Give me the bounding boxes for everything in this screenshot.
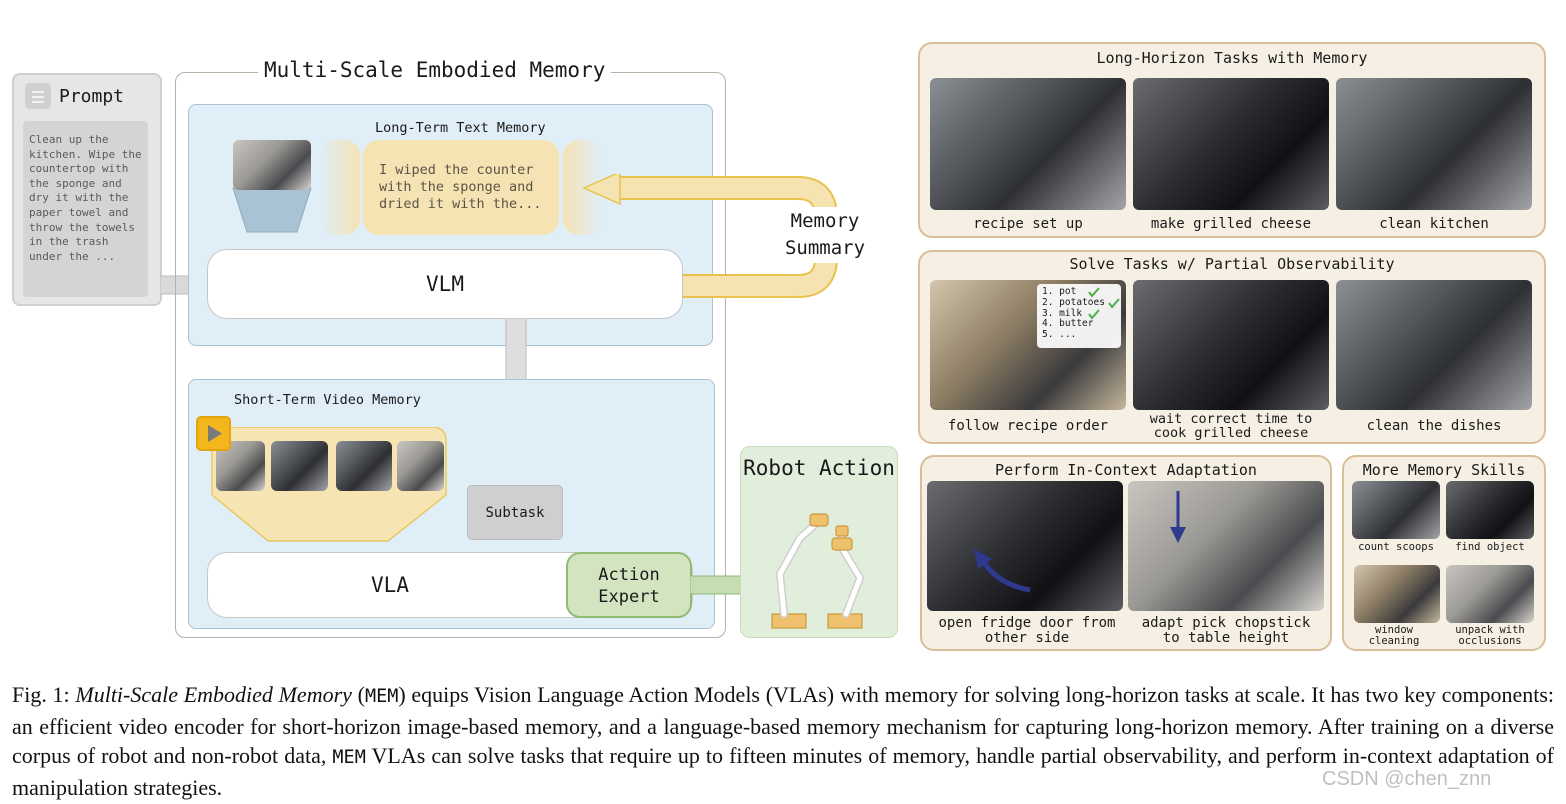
curved-arrow-icon (974, 549, 1031, 593)
check-icon (1088, 287, 1100, 298)
check-icon (1108, 298, 1120, 309)
prompt-label: Prompt (59, 86, 125, 107)
photo-cook-cheese (1133, 280, 1329, 410)
caption-text-2: VLAs can solve tasks that require up to … (12, 743, 1555, 800)
memory-text-bubble: I wiped the counter with the sponge and … (363, 140, 559, 235)
main-title: Multi-Scale Embodied Memory (258, 58, 612, 82)
photo-recipe-setup (930, 78, 1126, 210)
memory-summary-label-bg (776, 207, 874, 263)
caption-window-cleaning: window cleaning (1368, 624, 1420, 647)
vla-label: VLA (371, 573, 409, 597)
caption-recipe-setup: recipe set up (973, 216, 1083, 232)
recipe-checklist: 1. pot 2. potatoes 3. milk 4. butter 5. … (1037, 284, 1121, 348)
document-icon (25, 83, 51, 109)
photo-clean-dishes (1336, 280, 1532, 410)
robot-action-label: Robot Action (743, 456, 895, 480)
short-term-label: Short-Term Video Memory (234, 392, 421, 408)
caption-italic-title: Multi-Scale Embodied Memory (75, 682, 352, 707)
caption-cook-cheese: wait correct time to cook grilled cheese (1149, 411, 1313, 441)
memory-bubble-left (320, 140, 360, 235)
photo-window-cleaning (1354, 565, 1440, 623)
caption-abbr: MEM (364, 686, 399, 707)
panel-more-skills-title: More Memory Skills (1362, 461, 1526, 479)
caption-find-object: find object (1455, 541, 1525, 553)
caption-abbr-2: MEM (332, 747, 366, 768)
vlm-block: VLM (207, 249, 683, 319)
checklist-item: 1. pot (1042, 286, 1077, 297)
play-icon (196, 416, 231, 451)
caption-text-1: equips Vision Language Action Models (VL… (12, 682, 1555, 768)
caption-label: Fig. 1: (12, 682, 70, 707)
caption-clean-kitchen: clean kitchen (1379, 216, 1489, 232)
caption-grilled-cheese: make grilled cheese (1150, 216, 1312, 232)
action-expert-block: Action Expert (566, 552, 692, 618)
subtask-block: Subtask (467, 485, 563, 540)
watermark: CSDN @chen_znn (1322, 768, 1492, 790)
long-term-label: Long-Term Text Memory (375, 120, 546, 136)
checklist-item: 2. potatoes (1042, 296, 1105, 308)
checklist-item: 3. milk (1042, 307, 1083, 319)
caption-unpack: unpack with occlusions (1455, 624, 1525, 647)
caption-count-scoops: count scoops (1358, 541, 1434, 553)
memory-bucket (231, 184, 313, 234)
photo-unpack (1446, 565, 1534, 623)
panel-in-context-title: Perform In-Context Adaptation (995, 461, 1257, 479)
check-icon (1088, 309, 1100, 320)
photo-clean-kitchen (1336, 78, 1532, 210)
photo-count-scoops (1352, 481, 1440, 539)
caption-fridge-door: open fridge door from other side (938, 615, 1116, 646)
caption-follow-recipe: follow recipe order (947, 418, 1109, 434)
checklist-item: 4. butter (1042, 318, 1094, 330)
video-frame-4 (397, 441, 444, 491)
photo-find-object (1446, 481, 1534, 539)
panel-long-horizon-title: Long-Horizon Tasks with Memory (1096, 49, 1368, 67)
panel-partial-obs-title: Solve Tasks w/ Partial Observability (1069, 255, 1395, 273)
video-frame-3 (336, 441, 392, 491)
memory-image (233, 140, 311, 190)
caption-chopstick: adapt pick chopstick to table height (1141, 615, 1311, 646)
memory-summary-label: Memory Summary (784, 210, 866, 259)
figure-caption: Fig. 1: Multi-Scale Embodied Memory (MEM… (12, 682, 1555, 800)
video-frame-2 (271, 441, 328, 491)
robot-arms-icon (771, 513, 865, 629)
title-fragment (560, 0, 1040, 2)
robot-action-panel (740, 446, 898, 638)
checklist-item: 5. ... (1042, 329, 1077, 341)
photo-grilled-cheese (1133, 78, 1329, 210)
prompt-text: Clean up the kitchen. Wipe the counterto… (23, 121, 148, 297)
down-arrow-icon (1170, 491, 1186, 543)
photo-chopstick (1128, 481, 1324, 611)
caption-clean-dishes: clean the dishes (1366, 418, 1502, 434)
